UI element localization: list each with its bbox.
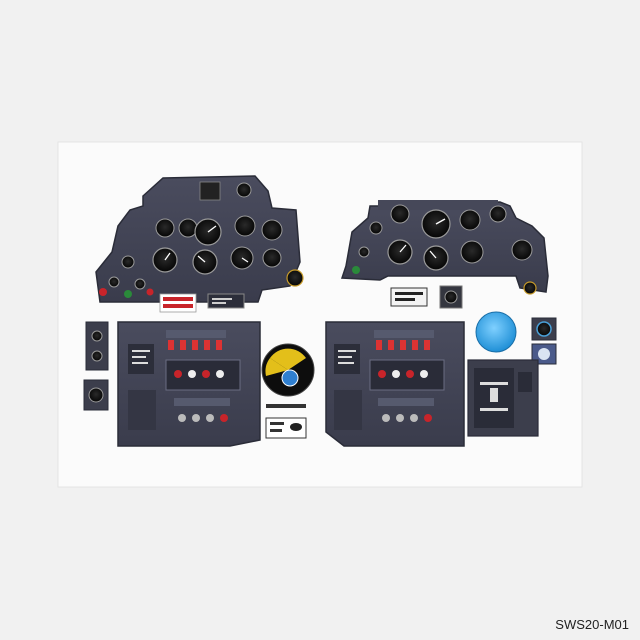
left-small-placard (207, 293, 245, 309)
right-instrument-panel (340, 200, 549, 295)
right-lower-console (325, 321, 465, 447)
product-code: SWS20-M01 (555, 617, 629, 632)
right-panel-gauges (352, 204, 537, 295)
left-lower-console (117, 321, 261, 447)
right-small-instruments (531, 317, 557, 365)
right-dark-square (439, 285, 463, 309)
right-small-placard (390, 287, 428, 307)
left-panel-gauges (99, 215, 304, 298)
left-instrument-panel (95, 175, 304, 303)
right-bottom-side-panel (467, 359, 539, 437)
left-side-strip (83, 321, 109, 411)
red-warning-placard (159, 293, 197, 313)
center-emblem-disc (261, 343, 315, 397)
blue-round-decal (475, 311, 517, 353)
white-label-strips (265, 404, 307, 439)
